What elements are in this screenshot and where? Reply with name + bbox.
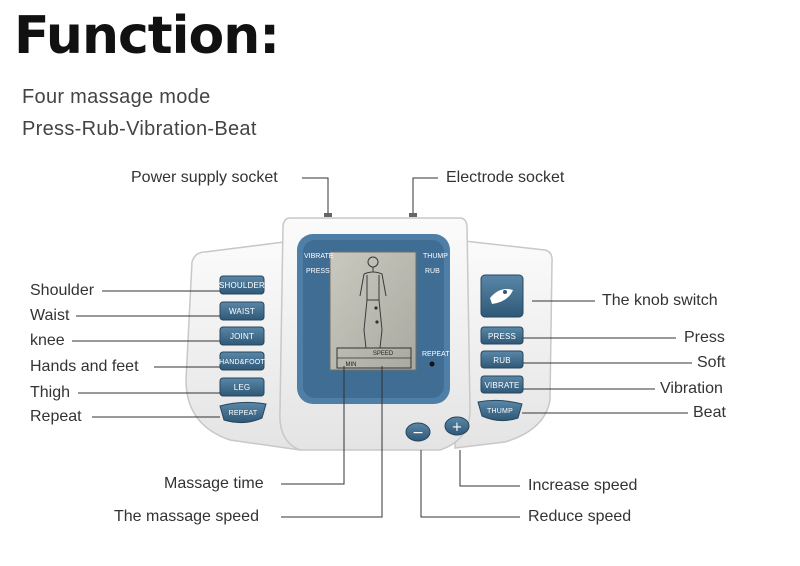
label-beat: Beat (693, 404, 726, 421)
right-button-group: PRESS RUB VIBRATE THUMP (477, 326, 524, 422)
button-thump[interactable]: THUMP (477, 399, 523, 422)
plus-icon: + (452, 420, 463, 435)
body-figure-icon (359, 256, 387, 349)
label-waist: Waist (30, 307, 70, 324)
lcd-speed-label: SPEED (373, 351, 394, 357)
label-power-supply-socket: Power supply socket (131, 169, 278, 186)
label-press: Press (684, 329, 725, 346)
button-hand-foot-label: HAND&FOOT (219, 359, 265, 366)
subtitle-modes: Four massage mode (22, 86, 211, 108)
button-vibrate-label: VIBRATE (484, 381, 519, 390)
lcd-label-vibrate: VIBRATE (304, 253, 334, 260)
button-joint-label: JOINT (230, 332, 254, 341)
lcd-label-repeat: REPEAT (422, 351, 450, 358)
label-reduce-speed: Reduce speed (528, 508, 632, 525)
page-title: Function: (14, 6, 280, 66)
minus-icon: − (412, 425, 424, 441)
lcd-label-press: PRESS (306, 268, 330, 275)
power-supply-socket (324, 213, 332, 217)
lcd-label-rub: RUB (425, 268, 440, 275)
button-waist[interactable]: WAIST (219, 301, 265, 321)
electrode-socket (409, 213, 417, 217)
label-thigh: Thigh (30, 384, 71, 401)
label-electrode-socket: Electrode socket (446, 169, 565, 186)
button-waist-label: WAIST (229, 307, 255, 316)
indicator-dot (429, 361, 435, 367)
button-press-label: PRESS (488, 332, 516, 341)
button-thump-label: THUMP (487, 408, 513, 415)
label-knee: knee (30, 332, 65, 349)
label-repeat: Repeat (30, 408, 82, 425)
lcd-label-thump: THUMP (423, 253, 448, 260)
knob-switch[interactable] (480, 274, 524, 318)
button-shoulder[interactable]: SHOULDER (219, 275, 265, 295)
button-repeat-label: REPEAT (229, 410, 258, 417)
button-shoulder-label: SHOULDER (219, 281, 265, 290)
button-press[interactable]: PRESS (480, 326, 524, 345)
button-rub[interactable]: RUB (480, 350, 524, 369)
label-massage-speed: The massage speed (114, 508, 259, 525)
lcd-min-label: MIN (346, 362, 357, 368)
increase-speed-button[interactable]: + (444, 416, 470, 436)
left-button-group: SHOULDER WAIST JOINT HAND&FOOT LEG REPEA… (219, 275, 267, 424)
subtitle-mode-list: Press-Rub-Vibration-Beat (22, 118, 257, 140)
button-leg[interactable]: LEG (219, 377, 265, 397)
label-hands-and-feet: Hands and feet (30, 358, 139, 375)
button-rub-label: RUB (493, 356, 511, 365)
label-knob-switch: The knob switch (602, 292, 718, 309)
label-increase-speed: Increase speed (528, 477, 638, 494)
label-soft: Soft (697, 354, 726, 371)
button-vibrate[interactable]: VIBRATE (480, 375, 524, 394)
button-leg-label: LEG (234, 383, 251, 392)
button-hand-foot[interactable]: HAND&FOOT (219, 351, 265, 371)
label-massage-time: Massage time (164, 475, 264, 492)
button-repeat[interactable]: REPEAT (219, 401, 267, 424)
label-shoulder: Shoulder (30, 282, 95, 299)
reduce-speed-button[interactable]: − (405, 422, 431, 442)
button-joint[interactable]: JOINT (219, 326, 265, 346)
label-vibration: Vibration (660, 380, 723, 397)
knob-power-icon (490, 289, 513, 304)
